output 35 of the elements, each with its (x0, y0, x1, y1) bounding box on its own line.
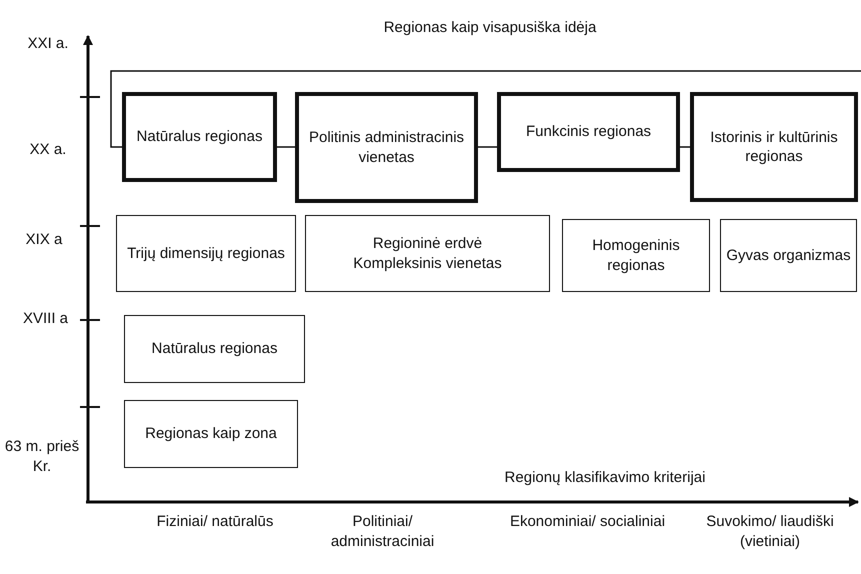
group-heading: Regionas kaip visapusiška idėja (382, 18, 598, 38)
box-text: Regionas kaip zona (145, 424, 277, 444)
axis-tick-label: XXI a. (26, 34, 70, 54)
category-box (690, 92, 858, 202)
category-box (562, 219, 710, 292)
category-box (122, 92, 277, 182)
box-text: Trijų dimensijų regionas (127, 244, 285, 264)
axis-tick-label: 63 m. prieš Kr. (4, 437, 80, 476)
category-box (124, 400, 298, 468)
box-text: Kompleksinis vienetas (353, 254, 502, 273)
box-text: Funkcinis regionas (526, 122, 652, 142)
category-box (497, 92, 680, 172)
category-box (295, 92, 478, 203)
category-label: Ekonominiai/ socialiniai (508, 512, 666, 532)
connector-line (478, 146, 497, 148)
box-text: Regioninė erdvė (372, 234, 482, 254)
box-text: Politinis administracinis vienetas (308, 128, 466, 167)
axis-title: Regionų klasifikavimo kriterijai (504, 468, 706, 488)
box-text: Gyvas organizmas (726, 246, 851, 266)
category-label: Suvokimo/ liaudiški (vietiniai) (705, 512, 835, 551)
box-text: Natūralus regionas (152, 339, 278, 359)
category-box (124, 315, 305, 383)
category-label: Fiziniai/ natūralūs (156, 512, 274, 532)
category-label: Politiniai/ administraciniai (330, 512, 436, 551)
axis-tick-label: XVIII a (22, 309, 70, 328)
box-text: Istorinis ir kultūrinis regionas (709, 128, 839, 166)
box-text: Homogeninis regionas (591, 236, 681, 275)
box-text: Natūralus regionas (136, 127, 262, 147)
category-box (720, 219, 857, 292)
axis-tick-label: XIX a (24, 230, 64, 250)
category-box (305, 215, 550, 292)
connector-line (680, 146, 690, 148)
connector-line (277, 146, 295, 148)
axis-tick-label: XX a. (28, 140, 68, 160)
category-box (116, 215, 296, 292)
